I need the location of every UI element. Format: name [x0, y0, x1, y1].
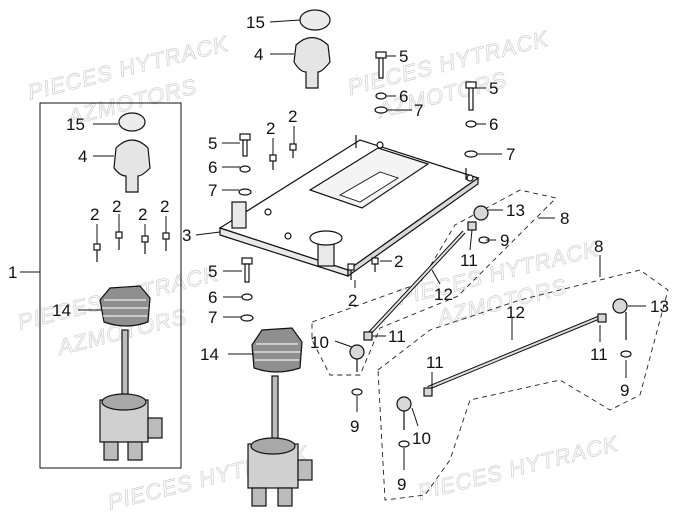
callout-3: 3: [182, 226, 191, 245]
assembly-1-frame: [39, 102, 182, 469]
upper-linkage-rod: [349, 205, 490, 396]
leader-line: [411, 407, 419, 427]
callout-2: 2: [138, 205, 147, 224]
callout-15: 15: [246, 13, 265, 32]
boxed-screws: [93, 231, 170, 262]
callout-10: 10: [310, 333, 329, 352]
leader-line: [269, 19, 301, 23]
callout-8: 8: [560, 209, 569, 228]
callout-7: 7: [208, 181, 217, 200]
callout-11: 11: [460, 251, 478, 270]
callout-12: 12: [506, 303, 525, 322]
callout-2: 2: [348, 291, 357, 310]
callout-9: 9: [397, 475, 406, 494]
callout-13: 13: [506, 201, 525, 220]
lower-linkage-rod: [396, 298, 632, 448]
callout-7: 7: [414, 101, 423, 120]
watermark-text: PIECES HYTRACK: [415, 431, 621, 505]
callout-2: 2: [112, 197, 121, 216]
callout-1: 1: [8, 263, 17, 282]
callout-7: 7: [208, 308, 217, 327]
bolt-group-lower: [240, 257, 254, 322]
callout-11: 11: [388, 327, 406, 346]
callout-11: 11: [590, 345, 608, 364]
callout-5: 5: [399, 47, 408, 66]
callout-11: 11: [426, 353, 444, 372]
callout-15: 15: [66, 115, 85, 134]
callout-6: 6: [399, 87, 408, 106]
callout-2: 2: [266, 119, 275, 138]
leader-line: [195, 231, 221, 236]
callout-7: 7: [506, 145, 515, 164]
callout-2: 2: [160, 197, 169, 216]
boot-and-shifter: [247, 327, 313, 507]
callout-6: 6: [208, 158, 217, 177]
callout-5: 5: [208, 134, 217, 153]
leader-line: [431, 269, 441, 285]
leader-line: [334, 340, 353, 348]
leader-line: [469, 229, 473, 251]
callout-13: 13: [650, 297, 669, 316]
callout-14: 14: [200, 345, 219, 364]
callout-6: 6: [489, 115, 498, 134]
bolt-group-top-center: [374, 51, 388, 114]
base-plate: [218, 135, 480, 278]
callout-14: 14: [52, 301, 71, 320]
shift-knob-top: [293, 9, 331, 89]
callout-2: 2: [90, 205, 99, 224]
callout-2: 2: [394, 252, 403, 271]
assembly-8-lower-outline: [377, 269, 669, 501]
callout-4: 4: [254, 45, 263, 64]
callout-2: 2: [288, 107, 297, 126]
callout-9: 9: [500, 231, 509, 250]
plate-screws: [269, 143, 379, 280]
callout-5: 5: [489, 79, 498, 98]
bolt-group-left: [238, 133, 252, 196]
shift-knob-boxed: [113, 112, 151, 193]
callout-9: 9: [350, 417, 359, 436]
boot-and-shifter-boxed: [99, 285, 163, 461]
callout-labels: 1 2 2 2 2 15 4 14 15 4 5 6 7 2 2 3 5 6 7…: [8, 13, 669, 494]
callout-12: 12: [434, 285, 453, 304]
callout-4: 4: [78, 147, 87, 166]
callout-8: 8: [594, 237, 603, 256]
callout-10: 10: [412, 429, 431, 448]
callout-9: 9: [620, 381, 629, 400]
callout-6: 6: [208, 288, 217, 307]
callout-5: 5: [208, 262, 217, 281]
